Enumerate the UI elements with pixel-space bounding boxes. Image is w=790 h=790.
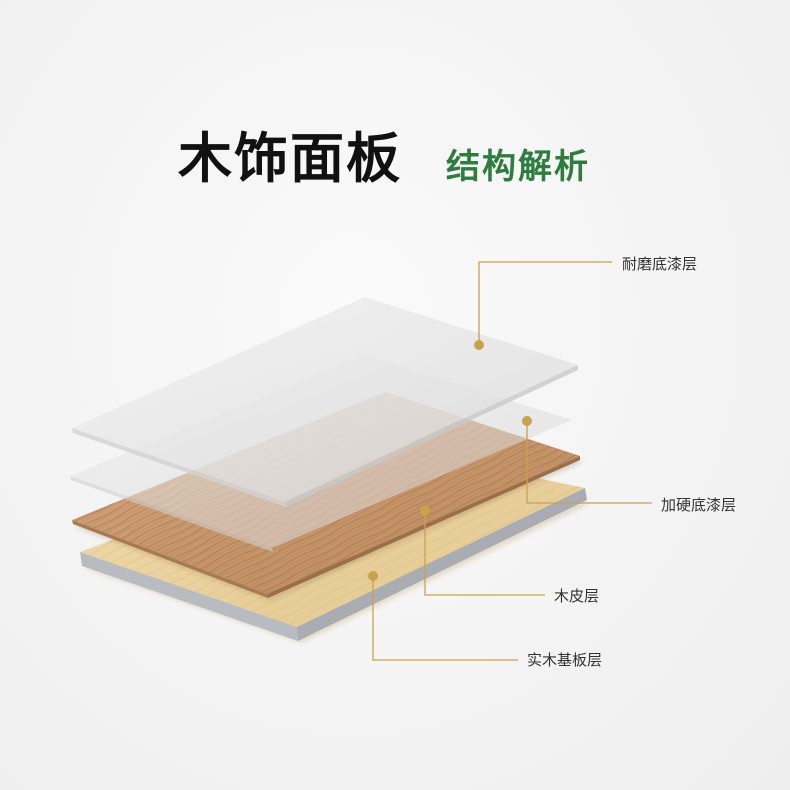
title-main: 木饰面板 (178, 127, 402, 190)
callout-dots (368, 340, 532, 581)
callout-dot-wear-resistant (474, 340, 484, 350)
label-veneer: 木皮层 (554, 587, 600, 605)
callout-dot-substrate (368, 571, 378, 581)
title-sub: 结构解析 (446, 147, 590, 187)
label-hardened-primer: 加硬底漆层 (661, 496, 737, 514)
callout-dot-veneer (420, 506, 430, 516)
label-solid-wood-substrate: 实木基板层 (527, 651, 603, 669)
label-wear-resistant-primer: 耐磨底漆层 (622, 255, 698, 273)
wear-resistant-primer-layer (72, 297, 578, 507)
callout-lines (372, 261, 652, 661)
callout-dot-hardened (522, 416, 532, 426)
